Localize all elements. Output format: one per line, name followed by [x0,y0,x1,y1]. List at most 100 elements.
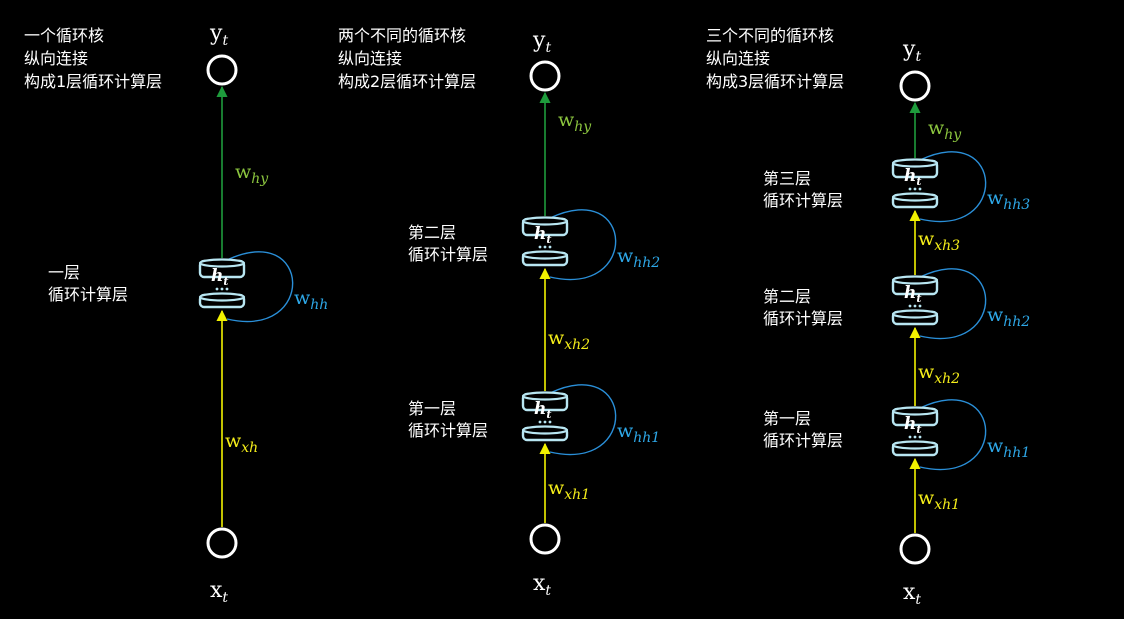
layer-label-line: 循环计算层 [763,309,843,328]
recurrent-weight-label: whh3 [987,187,1030,213]
recurrent-loop-arrow [226,251,294,322]
input-weight-label: wxh1 [548,477,590,503]
cell-dot [538,245,542,249]
recurrent-cell-icon: ht [891,158,939,209]
cell-drum-bottom-rim [521,250,569,260]
recurrent-weight-label: whh1 [617,420,660,446]
cell-state-base: h [904,414,916,434]
input-node [529,523,561,555]
layer-label-line: 第一层 [763,409,811,428]
output-weight-label-sub: hy [944,127,962,143]
output-node [529,60,561,92]
output-weight-label-base: w [928,117,945,139]
output-weight-label-base: w [558,109,575,131]
cell-state-sub: t [916,292,921,305]
recurrent-weight-label-base: w [294,287,311,309]
recurrent-weight-label: whh2 [987,304,1030,330]
layer-label-line: 循环计算层 [408,245,488,264]
layer-label-line: 循环计算层 [763,191,843,210]
input-node [899,533,931,565]
input-weight-label-base: w [918,361,935,383]
recurrent-weight-label-base: w [617,420,634,442]
cell-dot [908,187,912,191]
recurrent-cell-icon: ht [891,406,939,457]
cell-dot [215,287,219,291]
cell-drum-top-rim [198,258,246,268]
recurrent-weight-label-sub: hh1 [633,430,660,446]
input-weight-label-base: w [918,228,935,250]
input-weight-label: wxh [225,430,258,456]
input-weight-label-sub: xh1 [934,497,960,513]
recurrent-loop-arrow [919,399,987,470]
cell-dot [918,304,922,308]
recurrent-weight-label: whh2 [617,245,660,271]
cell-dot [918,187,922,191]
input-node [206,527,238,559]
input-weight-label: wxh2 [918,361,960,387]
recurrent-loop-arrow [919,268,987,339]
input-weight-label-base: w [918,487,935,509]
input-label-base: x [903,580,916,605]
output-weight-label-sub: hy [251,171,269,187]
cell-dot [543,245,547,249]
recurrent-weight-label: whh1 [987,435,1030,461]
output-weight-label: why [558,109,592,135]
caption-line: 纵向连接 [24,49,89,68]
input-label: xt [210,578,228,606]
output-weight-label: why [928,117,962,143]
output-label-base: y [902,37,916,62]
output-label-sub: t [545,40,551,56]
cell-drum-top-rim [891,158,939,168]
caption-line: 构成3层循环计算层 [706,72,845,91]
caption-line: 两个不同的循环核 [338,26,467,45]
cell-drum-bottom-rim [198,292,246,302]
output-label-sub: t [222,33,228,49]
panel-2-caption: 两个不同的循环核 纵向连接 构成2层循环计算层 [338,24,476,93]
cell-drum-bottom-rim [891,309,939,319]
input-weight-label: wxh2 [548,327,590,353]
cell-state-label: ht [904,414,921,436]
panel-3-caption: 三个不同的循环核 纵向连接 构成3层循环计算层 [706,24,844,93]
input-label-sub: t [545,583,551,599]
recurrent-weight-label-sub: hh [310,297,328,313]
recurrent-cell-icon: ht [891,275,939,326]
output-weight-label-sub: hy [574,119,592,135]
layer-label-line: 第一层 [408,399,456,418]
output-label-base: y [532,28,546,53]
layer-label-line: 循环计算层 [763,431,843,450]
cell-dot [538,420,542,424]
input-weight-label-sub: xh [241,440,258,456]
input-weight-label-sub: xh1 [564,487,590,503]
input-label-base: x [533,571,546,596]
output-label-sub: t [915,49,921,65]
input-label-sub: t [222,590,228,606]
output-label: yt [902,37,921,65]
input-weight-label-base: w [548,477,565,499]
cell-state-base: h [534,399,546,419]
cell-dot [908,435,912,439]
cell-drum-bottom-rim [891,192,939,202]
cell-state-base: h [904,283,916,303]
recurrent-weight-label: whh [294,287,328,313]
recurrent-loop-arrow [549,384,617,455]
input-label: xt [533,571,551,599]
recurrent-weight-label-base: w [987,435,1004,457]
recurrent-weight-label-sub: hh1 [1003,445,1030,461]
cell-drum-bottom-rim [521,425,569,435]
input-weight-label-sub: xh3 [934,238,960,254]
cell-state-label: ht [211,266,228,288]
caption-line: 一个循环核 [24,26,105,45]
recurrent-cell-icon: ht [198,258,246,309]
layer-label-line: 第三层 [763,169,811,188]
recurrent-weight-label-base: w [987,304,1004,326]
cell-dot [548,420,552,424]
cell-drum-top-rim [891,406,939,416]
recurrent-weight-label-sub: hh2 [633,255,660,271]
output-node [206,54,238,86]
layer-label-line: 循环计算层 [48,285,128,304]
cell-dot [913,304,917,308]
cell-state-sub: t [916,175,921,188]
recurrent-loop-arrow [549,209,617,280]
caption-line: 纵向连接 [706,49,771,68]
input-weight-label: wxh1 [918,487,960,513]
